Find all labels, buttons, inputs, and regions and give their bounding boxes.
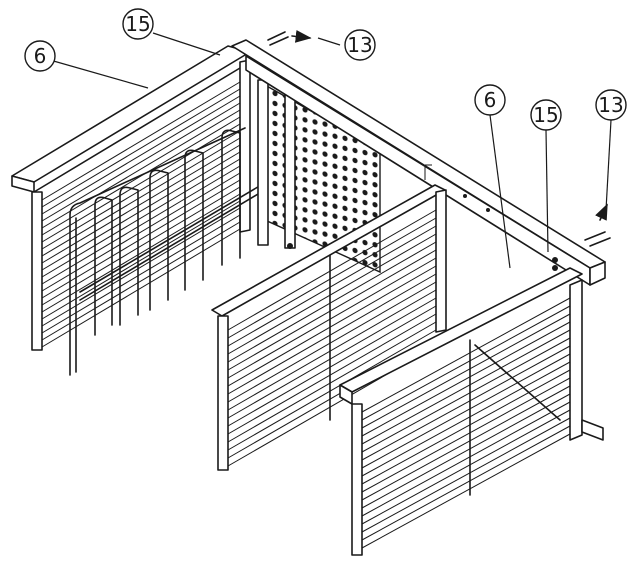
slat (41, 109, 241, 229)
slat (41, 214, 241, 334)
slat (361, 369, 571, 485)
slat (361, 353, 571, 469)
bolts-top-right (552, 203, 611, 271)
hay-rack (69, 127, 291, 376)
slat (361, 425, 571, 541)
slat (361, 321, 571, 437)
slat (41, 151, 241, 271)
slat (41, 221, 241, 341)
slat (227, 241, 437, 363)
callout-15-top: 15 (122, 8, 154, 40)
slat (361, 417, 571, 533)
slat (361, 393, 571, 509)
slat (41, 102, 241, 222)
slat (361, 385, 571, 501)
slat (41, 158, 241, 278)
slat (227, 265, 437, 387)
callout-13-top: 13 (344, 29, 376, 61)
left-panel (11, 45, 291, 376)
slat (227, 313, 437, 435)
callout-6-right-label: 6 (484, 88, 497, 112)
slat (41, 228, 241, 348)
slat (41, 207, 241, 327)
slat (227, 297, 437, 419)
slat (361, 305, 571, 421)
callout-6-right: 6 (474, 84, 506, 116)
left-panel-slats (41, 81, 241, 348)
slat (41, 81, 241, 201)
slat (41, 193, 241, 313)
slat (227, 329, 437, 451)
slat (361, 401, 571, 517)
slat (361, 361, 571, 477)
slat (41, 137, 241, 257)
slat (361, 345, 571, 461)
slat (361, 409, 571, 525)
slat (361, 297, 571, 413)
front-panel (339, 267, 604, 556)
slat (361, 313, 571, 429)
slat (227, 257, 437, 379)
slat (227, 217, 437, 339)
slat (227, 321, 437, 443)
callout-13-right-label: 13 (598, 93, 623, 117)
callout-15-right: 15 (530, 99, 562, 131)
callout-6-left-label: 6 (34, 44, 47, 68)
slat (41, 130, 241, 250)
slat (361, 377, 571, 493)
slat (227, 289, 437, 411)
slat (227, 281, 437, 403)
slat (41, 200, 241, 320)
callout-13-top-label: 13 (347, 33, 372, 57)
slat (41, 172, 241, 292)
slat (41, 95, 241, 215)
slat (227, 233, 437, 355)
slat (41, 186, 241, 306)
slat (41, 144, 241, 264)
bolts-top-left (267, 30, 312, 46)
slat (227, 305, 437, 427)
callout-13-right: 13 (595, 89, 627, 121)
slat (227, 273, 437, 395)
slat (227, 225, 437, 347)
slat (227, 209, 437, 331)
slat (361, 329, 571, 445)
callout-6-left: 6 (24, 40, 56, 72)
slat (41, 179, 241, 299)
slat (361, 433, 571, 549)
front-panel-slats (361, 297, 571, 549)
slat (41, 123, 241, 243)
slat (361, 337, 571, 453)
slat (41, 165, 241, 285)
slat (227, 249, 437, 371)
callout-15-right-label: 15 (533, 103, 558, 127)
callout-15-top-label: 15 (125, 12, 150, 36)
top-right-beam (231, 39, 606, 286)
slat (41, 88, 241, 208)
